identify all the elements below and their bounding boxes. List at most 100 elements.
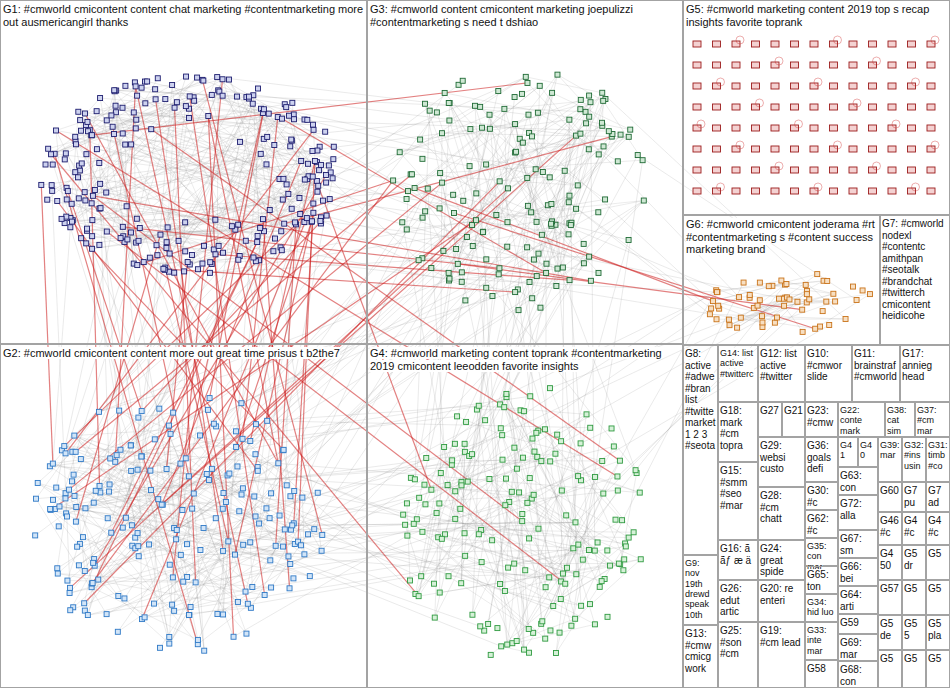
vertex-icon xyxy=(154,243,159,248)
vertex-icon xyxy=(167,641,172,646)
network-link xyxy=(36,460,503,499)
vertex-icon xyxy=(184,74,189,79)
vertex-icon xyxy=(849,167,857,173)
vertex-icon xyxy=(578,97,583,102)
self-loop xyxy=(814,183,822,191)
vertex-icon xyxy=(302,177,307,182)
vertex-icon xyxy=(54,485,59,490)
vertex-icon xyxy=(195,637,200,642)
vertex-icon xyxy=(601,144,606,149)
vertex-icon xyxy=(459,270,464,275)
network-link xyxy=(617,302,806,476)
vertex-icon xyxy=(596,270,601,275)
vertex-icon xyxy=(250,101,255,106)
vertex-icon xyxy=(202,243,207,248)
vertex-icon xyxy=(220,93,225,98)
vertex-icon xyxy=(458,506,463,511)
vertex-icon xyxy=(269,491,274,496)
network-link xyxy=(444,447,524,650)
network-link xyxy=(218,90,576,135)
vertex-icon xyxy=(209,466,214,471)
network-link xyxy=(175,108,196,583)
self-loop xyxy=(931,36,939,44)
vertex-icon xyxy=(74,142,79,147)
vertex-icon xyxy=(563,581,568,586)
vertex-icon xyxy=(586,147,591,152)
vertex-icon xyxy=(257,521,262,526)
vertex-icon xyxy=(417,495,422,500)
vertex-icon xyxy=(258,225,263,230)
vertex-icon xyxy=(615,159,620,164)
vertex-icon xyxy=(193,580,198,585)
vertex-icon xyxy=(560,265,565,270)
vertex-icon xyxy=(97,483,102,488)
vertex-icon xyxy=(752,167,760,173)
vertex-icon xyxy=(771,188,779,194)
vertex-icon xyxy=(235,464,240,469)
network-link xyxy=(444,447,465,452)
vertex-icon xyxy=(693,41,701,47)
vertex-icon xyxy=(620,518,625,523)
group-panel: G3: #cmworld content cmicontent marketin… xyxy=(367,0,683,344)
vertex-icon xyxy=(432,581,437,586)
vertex-icon xyxy=(496,89,501,94)
vertex-icon xyxy=(455,414,460,419)
vertex-icon xyxy=(530,436,535,441)
self-loop xyxy=(931,141,939,149)
network-link xyxy=(72,413,173,482)
network-link xyxy=(408,86,540,191)
network-link xyxy=(515,153,635,471)
vertex-icon xyxy=(149,488,154,493)
vertex-icon xyxy=(229,224,234,229)
network-link xyxy=(284,137,612,224)
vertex-icon xyxy=(553,451,558,456)
network-link xyxy=(438,537,573,548)
vertex-icon xyxy=(623,544,628,549)
vertex-icon xyxy=(391,178,396,183)
self-loop xyxy=(717,183,725,191)
vertex-icon xyxy=(91,560,96,565)
vertex-icon xyxy=(478,104,483,109)
vertex-icon xyxy=(543,585,548,590)
network-link xyxy=(407,503,410,580)
vertex-icon xyxy=(211,421,216,426)
vertex-icon xyxy=(319,548,324,553)
vertex-icon xyxy=(63,496,68,501)
vertex-icon xyxy=(542,427,547,432)
vertex-icon xyxy=(446,270,451,275)
vertex-icon xyxy=(479,125,484,130)
vertex-icon xyxy=(312,159,317,164)
network-link xyxy=(136,86,248,603)
vertex-icon xyxy=(120,131,125,136)
vertex-icon xyxy=(618,132,623,137)
vertex-icon xyxy=(567,193,572,198)
vertex-icon xyxy=(269,585,274,590)
network-link xyxy=(219,142,240,246)
vertex-icon xyxy=(266,111,271,116)
vertex-icon xyxy=(240,486,245,491)
vertex-icon xyxy=(434,511,439,516)
group-label: G1: #cmworld cmicontent content chat mar… xyxy=(3,3,363,28)
vertex-icon xyxy=(234,429,239,434)
vertex-icon xyxy=(174,537,179,542)
vertex-icon xyxy=(547,575,552,580)
vertex-icon xyxy=(564,513,569,518)
network-link xyxy=(67,411,119,581)
vertex-icon xyxy=(459,483,464,488)
vertex-icon xyxy=(82,190,87,195)
vertex-icon xyxy=(869,146,877,152)
vertex-icon xyxy=(587,114,592,119)
vertex-icon xyxy=(575,183,580,188)
vertex-icon xyxy=(403,522,408,527)
vertex-icon xyxy=(827,322,832,327)
vertex-icon xyxy=(183,249,188,254)
vertex-icon xyxy=(304,216,309,221)
vertex-icon xyxy=(171,410,176,415)
vertex-icon xyxy=(503,476,508,481)
vertex-icon xyxy=(600,458,605,463)
vertex-icon xyxy=(791,83,799,89)
vertex-icon xyxy=(164,245,169,250)
vertex-icon xyxy=(601,491,606,496)
network-link xyxy=(283,458,523,547)
vertex-icon xyxy=(419,574,424,579)
